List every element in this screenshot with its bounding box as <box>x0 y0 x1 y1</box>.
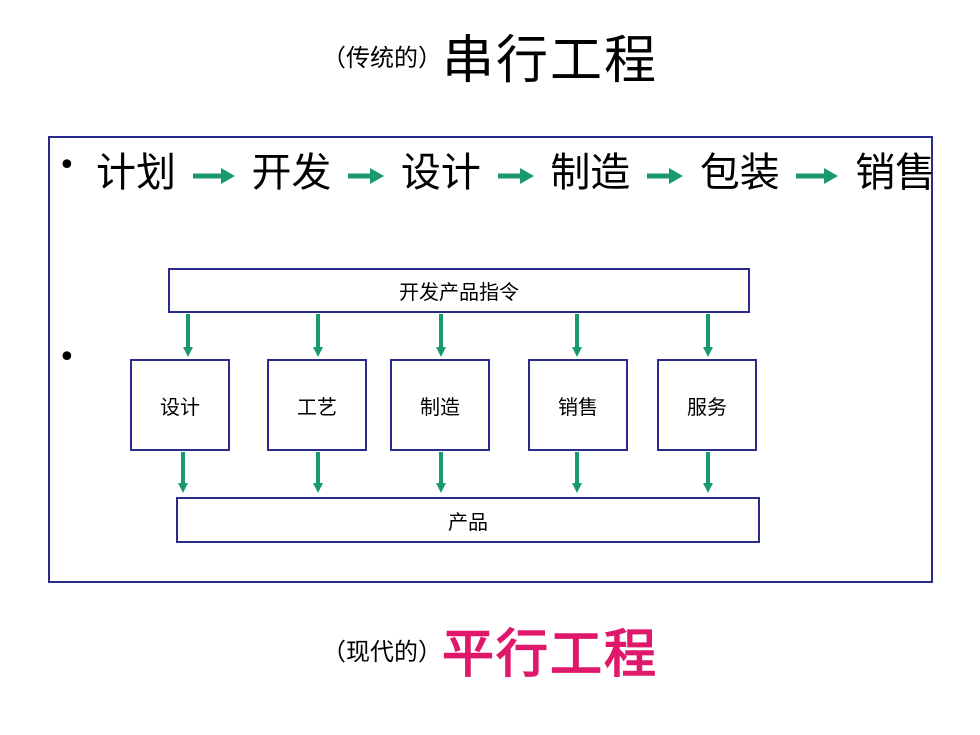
bottom-title: （现代的）平行工程 <box>0 612 980 687</box>
top-title: （传统的）串行工程 <box>0 18 980 93</box>
box-manufacture: 制造 <box>390 359 490 451</box>
flow-step-design: 设计 <box>400 150 481 196</box>
box-sales: 销售 <box>528 359 628 451</box>
content-frame <box>48 136 933 583</box>
flow-bullet: • <box>58 148 76 183</box>
flow-arrow-icon <box>796 168 839 184</box>
flow-step-manufacture: 制造 <box>550 150 631 196</box>
diagram-bullet: • <box>58 340 76 375</box>
top-title-main: 串行工程 <box>441 31 658 91</box>
flow-step-plan: 计划 <box>96 150 176 196</box>
box-process: 工艺 <box>267 359 367 451</box>
flow-step-develop: 开发 <box>251 150 332 196</box>
bottom-title-prefix: （现代的） <box>321 638 442 666</box>
flow-arrow-icon <box>647 168 684 184</box>
top-instruction-bar: 开发产品指令 <box>168 268 750 313</box>
flow-step-sales: 销售 <box>855 150 936 196</box>
box-service: 服务 <box>657 359 757 451</box>
product-bar: 产品 <box>176 497 760 543</box>
flow-arrow-icon <box>497 168 534 184</box>
bottom-title-main: 平行工程 <box>441 625 658 685</box>
flow-step-package: 包装 <box>699 150 780 196</box>
top-title-prefix: （传统的） <box>321 44 442 72</box>
serial-flow: 计划 开发 设计 制造 包装 销售 <box>96 140 935 198</box>
flow-arrow-icon <box>348 168 385 184</box>
box-design: 设计 <box>130 359 230 451</box>
flow-arrow-icon <box>192 168 235 184</box>
